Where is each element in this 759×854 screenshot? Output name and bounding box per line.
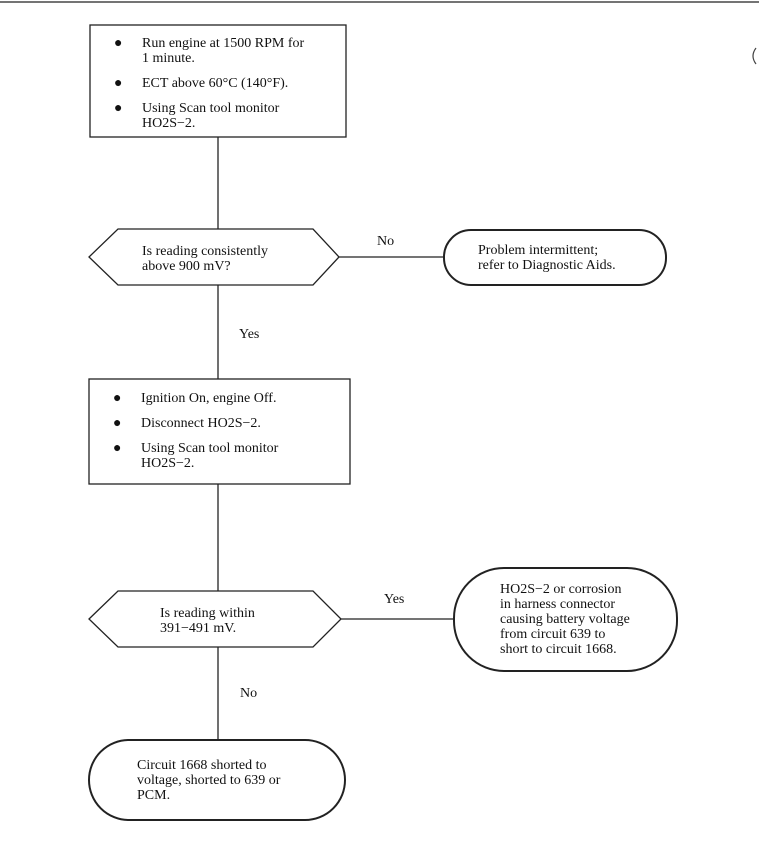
decision2-text: Is reading within 391−491 mV. (160, 606, 255, 636)
step2-bullet-1-text: Ignition On, engine Off. (141, 391, 277, 406)
step1-bullet: ● Using Scan tool monitor HO2S−2. (90, 101, 346, 131)
edge-label-yes-1: Yes (239, 327, 260, 342)
edge-label-no-1: No (377, 234, 395, 249)
step2-bullet: ● Ignition On, engine Off. (89, 391, 350, 406)
result1-text: Problem intermittent; refer to Diagnosti… (478, 243, 616, 273)
bullet-icon: ● (113, 416, 122, 431)
step2-bullet: ● Using Scan tool monitor HO2S−2. (89, 441, 350, 471)
step1-bullet: ● ECT above 60°C (140°F). (90, 76, 346, 91)
bullet-icon: ● (113, 441, 122, 456)
result3-shape (88, 739, 346, 821)
result1-shape (443, 229, 667, 286)
step2-bullet-2-text: Disconnect HO2S−2. (141, 416, 261, 431)
bullet-icon: ● (113, 391, 122, 406)
result3-text: Circuit 1668 shorted to voltage, shorted… (137, 758, 281, 803)
edge-mark (752, 47, 757, 65)
result2-text: HO2S−2 or corrosion in harness connector… (500, 582, 630, 657)
edge-label-no-2: No (240, 686, 258, 701)
step1-bullet: ● Run engine at 1500 RPM for 1 minute. (90, 36, 346, 66)
decision1-text: Is reading consistently above 900 mV? (142, 244, 268, 274)
step2-text: ● Ignition On, engine Off. ● Disconnect HO… (89, 391, 350, 481)
edge-label-yes-2: Yes (384, 592, 405, 607)
step2-bullet-3-text: Using Scan tool monitor HO2S−2. (141, 441, 279, 471)
step1-bullet-1-text: Run engine at 1500 RPM for 1 minute. (142, 36, 305, 66)
step1-bullet-3-text: Using Scan tool monitor HO2S−2. (142, 101, 280, 131)
bullet-icon: ● (114, 36, 123, 51)
step1-text: ● Run engine at 1500 RPM for 1 minute. ● E… (90, 36, 346, 141)
bullet-icon: ● (114, 101, 123, 116)
step2-bullet: ● Disconnect HO2S−2. (89, 416, 350, 431)
step1-bullet-2-text: ECT above 60°C (140°F). (142, 76, 289, 91)
step2-box (88, 378, 351, 485)
bullet-icon: ● (114, 76, 123, 91)
result2-shape (453, 567, 678, 672)
